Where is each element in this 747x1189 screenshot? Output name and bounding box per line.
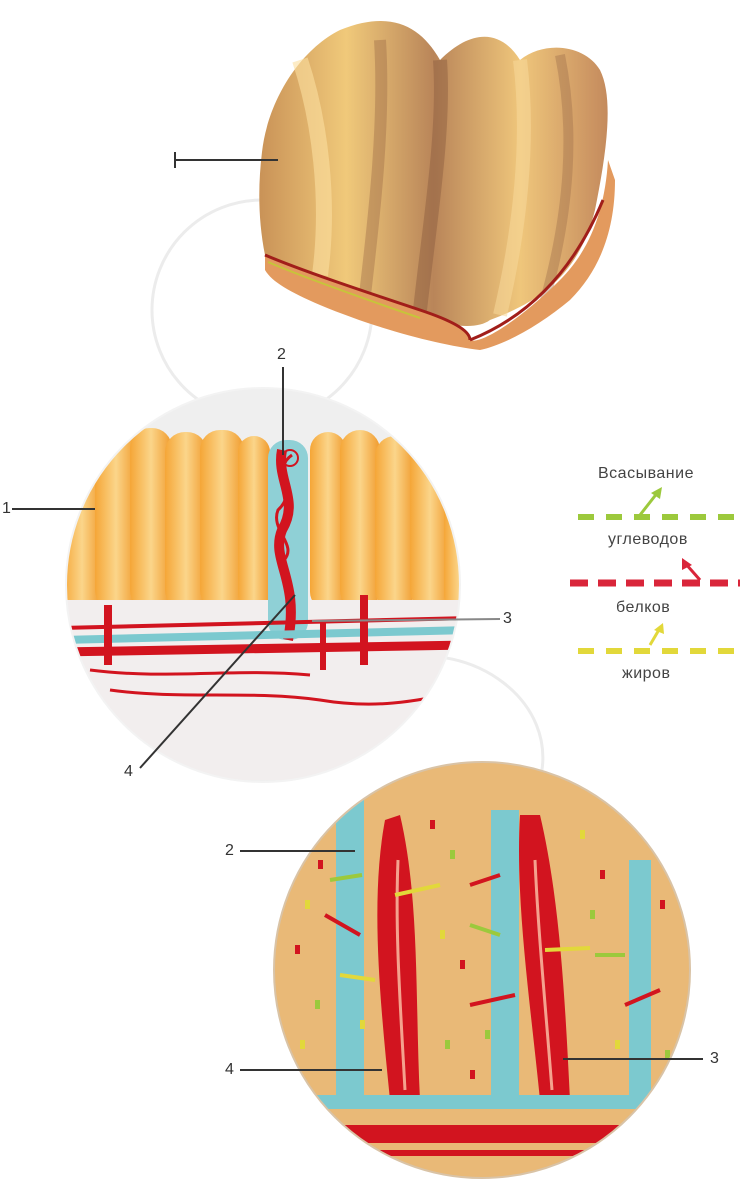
label-blood-vessel-bottom-number: 4 xyxy=(225,1062,234,1078)
legend-title: Всасывание xyxy=(598,466,694,482)
label-lymph-vessel-bottom-number: 3 xyxy=(710,1051,719,1067)
label-lacteal-bottom-number: 2 xyxy=(225,843,234,859)
legend-proteins-label: белков xyxy=(616,600,670,616)
label-lacteal-top-number: 2 xyxy=(277,347,286,363)
legend-swatches xyxy=(570,487,740,651)
legend-carbohydrates-label: углеводов xyxy=(608,532,688,548)
label-lymph-vessel-mid-number: 3 xyxy=(503,611,512,627)
intestinal-fold xyxy=(259,21,615,350)
label-villi-number: 1 xyxy=(2,501,11,517)
villi-section xyxy=(60,385,474,785)
legend-fats-label: жиров xyxy=(622,666,670,682)
label-blood-vessel-mid-number: 4 xyxy=(124,764,133,780)
